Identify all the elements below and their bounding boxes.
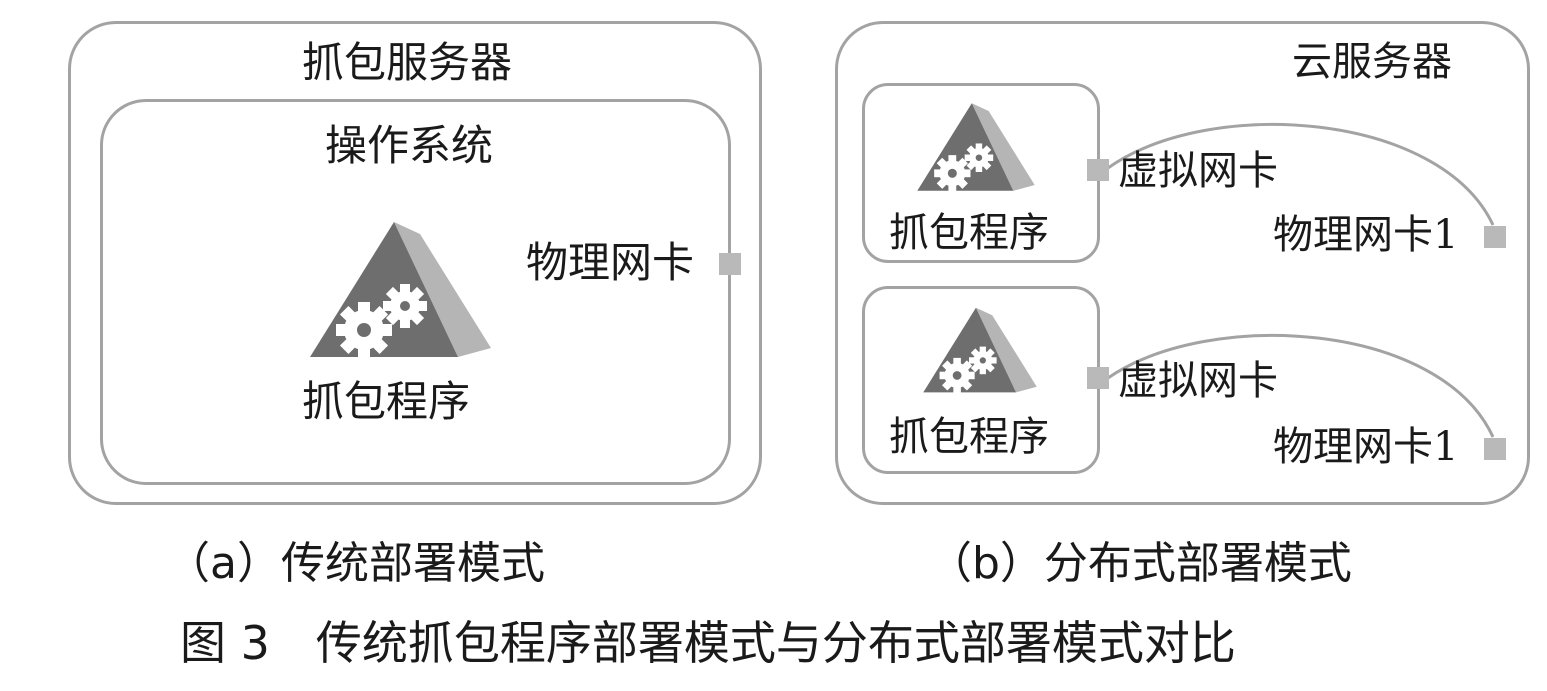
virtual-nic-label-2: 虚拟网卡: [1118, 358, 1278, 404]
nic-link-1: [1107, 122, 1495, 226]
physical-nic-port: [719, 253, 741, 275]
capture-program-label: 抓包程序: [302, 377, 471, 426]
pyramid-gears-icon: [310, 222, 491, 358]
physical-nic-label: 物理网卡: [526, 238, 695, 287]
physical-nic-port-2: [1484, 438, 1506, 460]
capture-program-label-1: 抓包程序: [889, 210, 1049, 256]
physical-nic-label-1: 物理网卡1: [1273, 212, 1459, 258]
capture-program-label-2: 抓包程序: [889, 414, 1049, 460]
virtual-nic-label-1: 虚拟网卡: [1118, 148, 1278, 194]
pyramid-gears-icon: [923, 307, 1037, 394]
capture-server-label: 抓包服务器: [302, 38, 513, 87]
physical-nic-label-2: 物理网卡1: [1273, 424, 1459, 470]
caption-a: （a）传统部署模式: [166, 538, 545, 589]
caption-b: （b）分布式部署模式: [928, 538, 1352, 589]
figure-caption: 图 3 传统抓包程序部署模式与分布式部署模式对比: [180, 616, 1236, 670]
nic-link-2: [1107, 333, 1495, 438]
cloud-server-label: 云服务器: [1292, 39, 1452, 85]
physical-nic-port-1: [1484, 226, 1506, 248]
os-label: 操作系统: [325, 121, 494, 170]
virtual-nic-port-1: [1087, 159, 1109, 181]
pyramid-gears-icon: [917, 103, 1035, 192]
virtual-nic-port-2: [1087, 367, 1109, 389]
